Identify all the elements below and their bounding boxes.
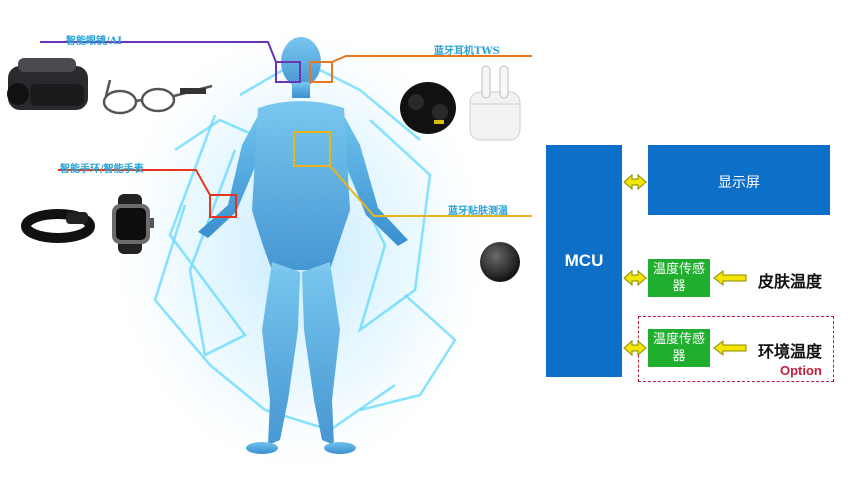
callout-patch-line [293,131,532,217]
callout-earphones-label: 蓝牙耳机TWS [434,46,500,57]
callout-earphones-line [309,55,532,83]
arrow-mcu-display [623,173,647,191]
neon-lines [153,58,457,432]
skin-temp-label: 皮肤温度 [758,272,823,291]
callout-wrist-label: 智能手环/智能手表 [60,164,144,175]
display-block: 显示屏 [648,145,830,215]
wearables-illustration [7,10,532,480]
env-temp-sensor-block: 温度传感器 [648,329,710,367]
earbuds-case-white-image [469,65,521,141]
smart-watch-image [112,194,154,254]
smart-band-image [21,209,95,243]
callout-wrist-line [58,169,237,218]
mcu-label: MCU [564,251,604,270]
smart-glasses-image [102,79,213,115]
callout-glasses-label: 智能眼镜/AI [66,36,123,47]
vr-headset-image [7,58,88,110]
callout-patch-label: 蓝牙贴肤测温 [448,206,508,217]
callout-glasses-line [40,41,301,83]
option-label: Option [780,363,822,378]
env-temp-sensor-label: 温度传感器 [652,332,705,364]
arrow-skin-to-sensor [713,269,747,287]
mcu-block: MCU [546,145,622,377]
skin-temp-sensor-label: 温度传感器 [652,262,705,294]
display-label: 显示屏 [718,174,760,190]
env-temp-label: 环境温度 [758,342,823,361]
arrow-mcu-skin-sensor [623,269,647,287]
skin-temp-sensor-block: 温度传感器 [648,259,710,297]
patch-sensor-image [480,242,520,282]
earbuds-case-black-image [400,82,456,134]
